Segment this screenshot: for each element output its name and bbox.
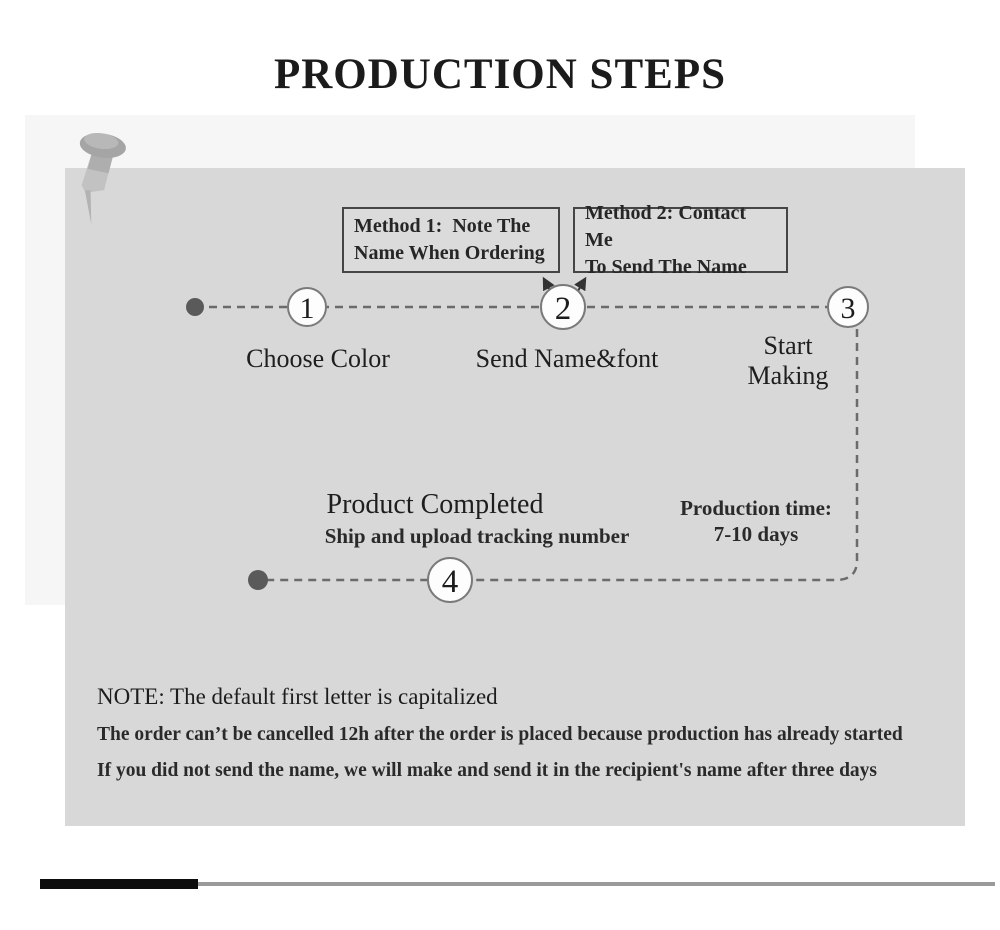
note-heading: NOTE: The default first letter is capita… — [97, 684, 498, 709]
production-time-label: Production time: 7-10 days — [680, 495, 832, 547]
step-3-label: Start Making — [718, 331, 858, 391]
step-2-label: Send Name&font — [475, 344, 659, 373]
note-line-1: The order can’t be cancelled 12h after t… — [97, 724, 903, 745]
page-title: PRODUCTION STEPS — [273, 51, 727, 98]
step-4-sublabel: Ship and upload tracking number — [324, 524, 630, 548]
method-2-line2: To Send The Name — [585, 255, 747, 278]
step-4-label: Product Completed — [326, 489, 544, 520]
method-2-line1: Method 2: Contact Me — [585, 201, 752, 251]
method-2-box: Method 2: Contact Me To Send The Name — [573, 202, 788, 278]
production-time-line1: Production time: — [680, 496, 832, 520]
divider-gray-line — [198, 882, 995, 886]
production-time-line2: 7-10 days — [713, 522, 799, 546]
pushpin-icon — [79, 132, 126, 225]
method-1-line1: Method 1: Note The — [354, 215, 531, 237]
note-block: NOTE: The default first letter is capita… — [97, 684, 947, 782]
method-1-box: Method 1: Note The Name When Ordering — [342, 207, 560, 273]
method-1-line2: Name When Ordering — [354, 242, 545, 264]
note-line-2: If you did not send the name, we will ma… — [97, 760, 878, 781]
step-3-label-line1: Start — [763, 331, 813, 360]
divider-black-segment — [40, 879, 198, 889]
step-3-label-line2: Making — [747, 361, 829, 390]
bottom-divider — [0, 877, 1000, 891]
step-1-label: Choose Color — [246, 344, 390, 373]
